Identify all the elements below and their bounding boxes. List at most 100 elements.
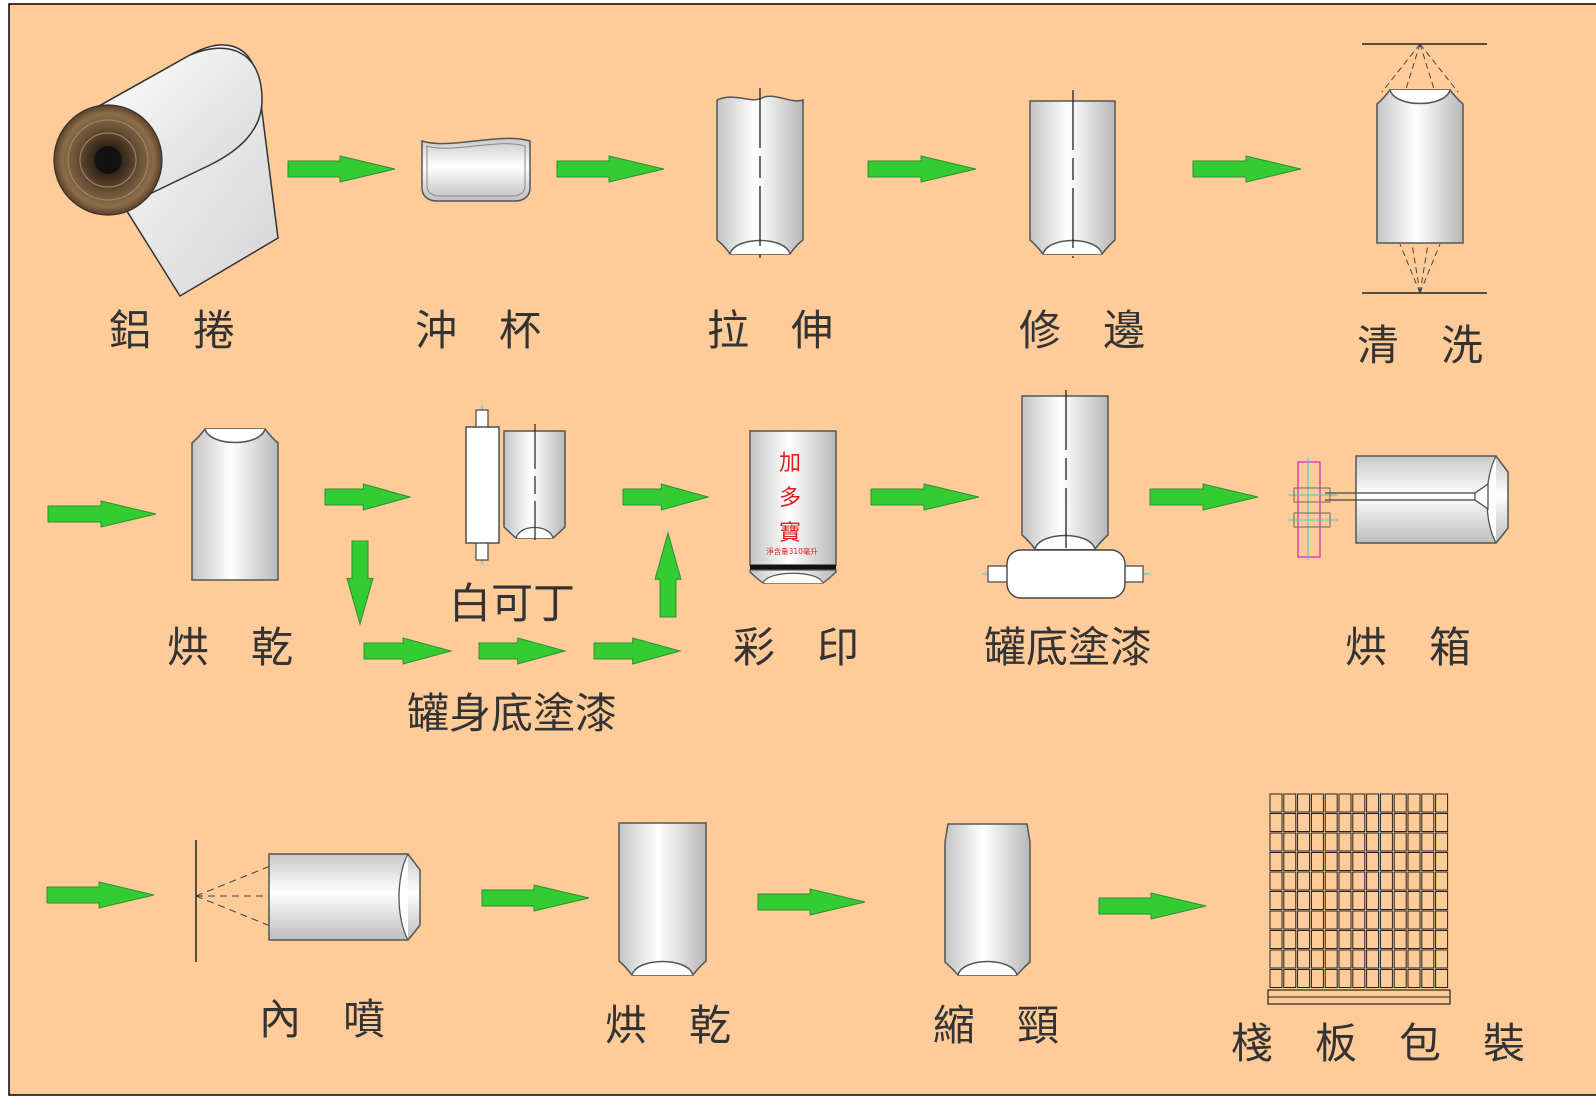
pallet-can-cell: [1435, 891, 1449, 910]
pallet-can-cell: [1283, 813, 1297, 832]
pallet-can-cell: [1338, 910, 1352, 930]
pallet-can-cell: [1352, 871, 1366, 891]
pallet-can-cell: [1352, 969, 1366, 988]
pallet-can-cell: [1407, 852, 1421, 871]
pallet-can-cell: [1366, 832, 1380, 852]
step-label-drawing: 拉 伸: [707, 306, 833, 355]
pallet-can-cell: [1352, 891, 1366, 910]
flow-arrow: [346, 540, 374, 626]
pallet-can-cell: [1393, 793, 1407, 813]
pallet-can-cell: [1352, 930, 1366, 949]
pallet-can-cell: [1269, 813, 1283, 832]
pallet-can-cell: [1366, 891, 1380, 910]
pallet-can-cell: [1269, 891, 1283, 910]
can-print-volume: 淨含量310毫升: [766, 546, 818, 556]
step-label-trimming: 修 邊: [1019, 306, 1145, 355]
pallet-can-cell: [1421, 910, 1435, 930]
flow-arrows: [46, 155, 1302, 920]
pallet-can-cell: [1297, 969, 1311, 988]
pallet-can-cell: [1407, 949, 1421, 969]
pallet-can-cell: [1393, 852, 1407, 871]
pallet-can-cell: [1283, 832, 1297, 852]
inside-spray-icon: [195, 840, 421, 962]
pallet-can-cell: [1435, 852, 1449, 871]
pallet-can-cell: [1283, 949, 1297, 969]
pallet-can-cell: [1435, 871, 1449, 891]
pallet-can-cell: [1352, 852, 1366, 871]
pallet-stack-icon: [1267, 793, 1451, 1005]
step-label-base-coat: 白可丁: [449, 579, 575, 628]
pallet-can-cell: [1310, 793, 1324, 813]
pallet-can-cell: [1338, 832, 1352, 852]
pallet-can-cell: [1338, 969, 1352, 988]
trimmed-can-icon: [1029, 90, 1116, 258]
washing-can-icon: [1362, 43, 1487, 294]
pallet-can-cell: [1366, 793, 1380, 813]
pallet-can-cell: [1283, 871, 1297, 891]
pallet-can-cell: [1366, 969, 1380, 988]
pallet-can-cell: [1338, 852, 1352, 871]
pallet-can-cell: [1393, 813, 1407, 832]
pallet-can-cell: [1379, 969, 1393, 988]
flow-arrow: [287, 155, 396, 183]
step-label-drying-2: 烘 乾: [605, 1001, 731, 1050]
pallet-can-cell: [1393, 930, 1407, 949]
dried-can-2-icon: [618, 822, 707, 976]
step-label-printing: 彩 印: [733, 623, 859, 672]
pallet-can-cell: [1324, 949, 1338, 969]
pallet-can-cell: [1407, 832, 1421, 852]
pallet-can-cell: [1407, 871, 1421, 891]
pallet-can-cell: [1366, 871, 1380, 891]
pallet-can-cell: [1283, 969, 1297, 988]
pallet-can-cell: [1435, 949, 1449, 969]
pallet-can-cell: [1297, 949, 1311, 969]
pallet-can-cell: [1379, 910, 1393, 930]
pallet-can-cell: [1421, 871, 1435, 891]
pallet-can-cell: [1269, 930, 1283, 949]
pallet-can-cell: [1297, 813, 1311, 832]
pallet-can-cell: [1352, 793, 1366, 813]
pallet-can-cell: [1379, 949, 1393, 969]
pallet-can-cell: [1269, 949, 1283, 969]
flow-arrow: [870, 483, 980, 511]
flow-arrow: [1192, 155, 1302, 183]
pallet-can-cell: [1269, 871, 1283, 891]
pallet-can-cell: [1407, 813, 1421, 832]
pallet-can-cell: [1435, 793, 1449, 813]
pallet-can-cell: [1435, 930, 1449, 949]
pallet-can-cell: [1324, 891, 1338, 910]
step-label-pallet-packing: 棧 板 包 裝: [1231, 1019, 1525, 1068]
cup-icon: [421, 137, 531, 202]
pallet-can-cell: [1269, 793, 1283, 813]
pallet-can-cell: [1324, 871, 1338, 891]
pallet-can-cell: [1366, 930, 1380, 949]
pallet-can-cell: [1421, 793, 1435, 813]
pallet-can-cell: [1324, 813, 1338, 832]
pallet-can-cell: [1379, 930, 1393, 949]
pallet-can-cell: [1283, 930, 1297, 949]
pallet-can-cell: [1421, 891, 1435, 910]
can-print-line-1: 加: [779, 451, 801, 476]
flow-arrow: [654, 531, 682, 618]
pallet-can-cell: [1310, 871, 1324, 891]
pallet-can-cell: [1338, 793, 1352, 813]
bottom-coat-icon: [982, 390, 1150, 599]
pallet-can-cell: [1421, 813, 1435, 832]
flow-arrow: [593, 637, 682, 665]
pallet-can-cell: [1407, 969, 1421, 988]
pallet-can-cell: [1310, 832, 1324, 852]
pallet-can-cell: [1352, 910, 1366, 930]
pallet-can-cell: [1310, 910, 1324, 930]
pallet-can-cell: [1393, 871, 1407, 891]
base-coat-roller-icon: [465, 405, 566, 565]
pallet-can-cell: [1310, 930, 1324, 949]
pallet-can-cell: [1407, 891, 1421, 910]
pallet-can-cell: [1407, 910, 1421, 930]
pallet-can-cell: [1366, 813, 1380, 832]
pallet-can-cell: [1283, 793, 1297, 813]
flow-arrow: [481, 884, 590, 912]
pallet-can-cell: [1407, 930, 1421, 949]
pallet-can-cell: [1435, 910, 1449, 930]
pallet-can-cell: [1421, 930, 1435, 949]
